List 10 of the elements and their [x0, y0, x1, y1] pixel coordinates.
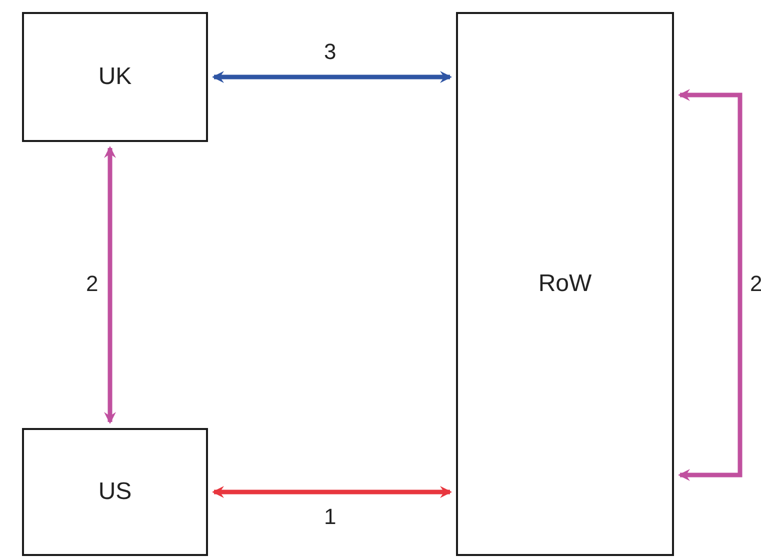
double-arrow [678, 89, 742, 481]
region-box [22, 428, 208, 556]
double-arrow [212, 71, 452, 83]
region-box [22, 12, 208, 142]
region-label: US [98, 478, 132, 506]
region-label: RoW [538, 270, 592, 298]
region-label: UK [98, 63, 132, 91]
double-arrow [212, 486, 452, 498]
region-box [456, 12, 674, 556]
double-arrow [104, 146, 116, 424]
